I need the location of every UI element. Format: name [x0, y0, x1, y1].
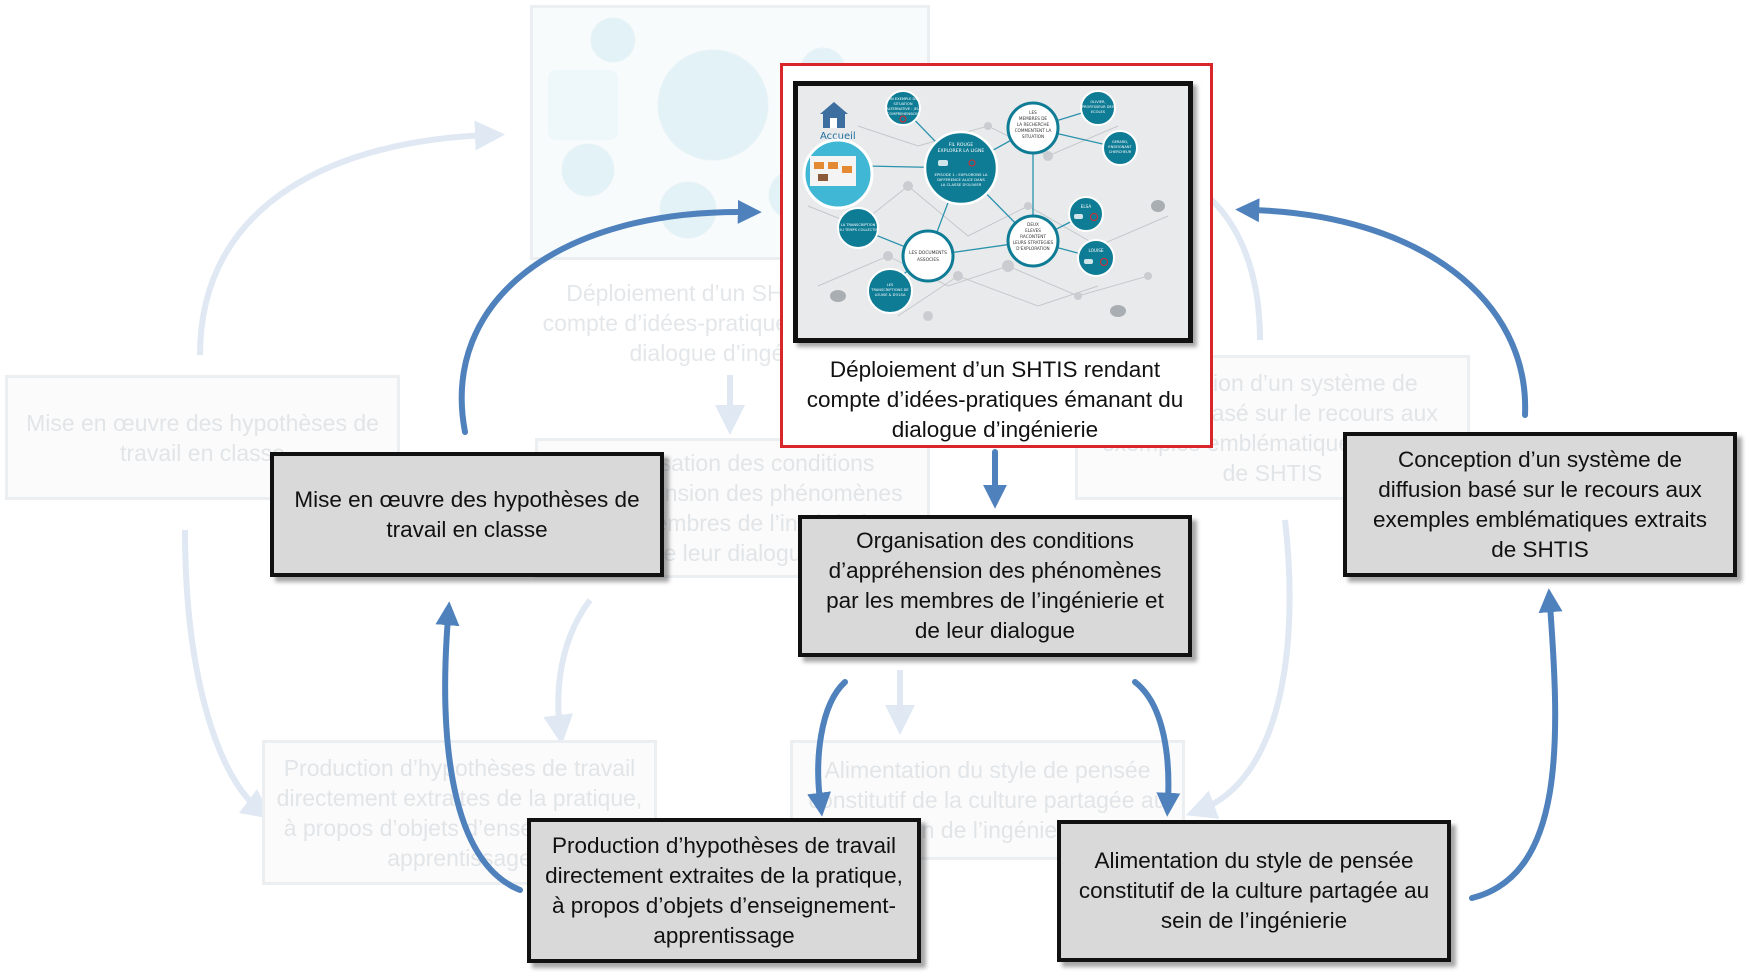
svg-text:ALTERNATIVE : JEU: ALTERNATIVE : JEU [886, 107, 920, 111]
box-conception: Conception d’un système de diffusion bas… [1343, 432, 1737, 577]
svg-text:LA RECHERCHE: LA RECHERCHE [1017, 122, 1050, 127]
svg-text:LES: LES [1029, 110, 1037, 115]
svg-text:FIL ROUGE: FIL ROUGE [949, 142, 974, 148]
ghost-arrow-5 [543, 598, 593, 745]
node-deux-eleves: DEUX ELEVES RACONTENT LEURS STRATEGIES D… [1006, 214, 1060, 268]
svg-text:LES: LES [887, 283, 894, 287]
svg-text:LA CLASSE D'OLIVIER: LA CLASSE D'OLIVIER [941, 182, 982, 187]
svg-text:COMPREHENSION: COMPREHENSION [887, 112, 919, 116]
svg-text:GERARD,: GERARD, [1112, 140, 1128, 144]
node-elsa: ELSA [1068, 196, 1104, 232]
svg-text:ELEVES: ELEVES [1025, 228, 1041, 233]
svg-text:SITUATION: SITUATION [893, 102, 912, 106]
svg-text:SITUATION: SITUATION [1022, 134, 1044, 139]
svg-text:DEUX: DEUX [1027, 222, 1039, 227]
node-transcription: LA TRANSCRIPTION DU TEMPS COLLECTIF [837, 207, 879, 249]
node-olivier: OLIVIER, PROFESSEUR DES ECOLES [1080, 90, 1116, 126]
featured-caption: Déploiement d’un SHTIS rendant compte d’… [806, 357, 1184, 442]
arrow-conception-to-deploiement [1235, 198, 1529, 418]
node-membres: LES MEMBRES DE LA RECHERCHE COMMENTENT L… [1006, 101, 1060, 155]
svg-text:D'EXPLORATION: D'EXPLORATION [1016, 246, 1049, 251]
svg-text:RACONTENT: RACONTENT [1020, 234, 1046, 239]
svg-text:DU TEMPS COLLECTIF: DU TEMPS COLLECTIF [838, 228, 877, 232]
svg-text:LEURS STRATEGIES: LEURS STRATEGIES [1013, 240, 1054, 245]
svg-text:ASSOCIES: ASSOCIES [917, 257, 939, 263]
shtis-network-map: Accueil UN EXEMPLE DE SITUATION ALTERNAT… [798, 86, 1188, 338]
svg-text:LOUISE & D'ELSA: LOUISE & D'ELSA [875, 293, 906, 297]
svg-text:MEMBRES DE: MEMBRES DE [1019, 116, 1048, 121]
svg-text:ECOLES: ECOLES [1091, 110, 1106, 114]
node-fil-rouge: FIL ROUGE EXPLORER LA LIGNE EPISODE 1 : … [923, 130, 999, 206]
svg-text:LOUISE: LOUISE [1088, 248, 1103, 253]
svg-text:TRANSCRIPTIONS DE: TRANSCRIPTIONS DE [870, 288, 909, 292]
node-documents: LES DOCUMENTS ASSOCIES [901, 229, 955, 283]
box-production: Production d’hypothèses de travail direc… [527, 818, 921, 963]
svg-text:EXPLORER LA LIGNE: EXPLORER LA LIGNE [938, 148, 985, 154]
svg-text:ENSEIGNANT: ENSEIGNANT [1108, 145, 1132, 149]
accueil-label: Accueil [820, 131, 856, 142]
svg-text:CHERCHEUR: CHERCHEUR [1109, 150, 1132, 154]
svg-text:LA TRANSCRIPTION: LA TRANSCRIPTION [841, 223, 876, 227]
svg-text:LES DOCUMENTS: LES DOCUMENTS [909, 250, 947, 256]
svg-text:EPISODE 1 : EXPLORONS LA: EPISODE 1 : EXPLORONS LA [935, 172, 988, 177]
ghost-arrow-4 [182, 529, 272, 820]
svg-text:PROFESSEUR DES: PROFESSEUR DES [1082, 105, 1115, 109]
arrow-organisation-to-production [807, 679, 848, 817]
arrow-production-to-mise [435, 601, 523, 893]
svg-text:UN EXEMPLE DE: UN EXEMPLE DE [888, 97, 918, 101]
shtis-screenshot: Accueil UN EXEMPLE DE SITUATION ALTERNAT… [793, 81, 1193, 343]
box-mise-en-oeuvre: Mise en œuvre des hypothèses de travail … [270, 452, 664, 577]
svg-text:ELSA: ELSA [1081, 204, 1092, 209]
svg-text:OLIVIER,: OLIVIER, [1090, 100, 1105, 104]
box-alimentation: Alimentation du style de pensée constitu… [1057, 820, 1451, 962]
accueil-icon [820, 102, 848, 128]
svg-text:COMMENTENT LA: COMMENTENT LA [1015, 128, 1052, 133]
arrow-alimentation-to-conception [1469, 588, 1563, 901]
arrow-mise-to-deploiement [458, 199, 762, 435]
node-gerard: GERARD, ENSEIGNANT CHERCHEUR [1102, 130, 1138, 166]
arrow-organisation-to-alimentation [1132, 679, 1181, 817]
node-transcriptions: LES TRANSCRIPTIONS DE LOUISE & D'ELSA [867, 268, 913, 314]
ghost-arrow-7 [1185, 519, 1293, 819]
svg-text:DIFFERENCE ALICE DANS: DIFFERENCE ALICE DANS [937, 177, 985, 182]
ghost-arrow-1 [197, 120, 505, 356]
box-organisation: Organisation des conditions d’appréhensi… [798, 515, 1192, 657]
node-louise: LOUISE [1077, 239, 1115, 277]
